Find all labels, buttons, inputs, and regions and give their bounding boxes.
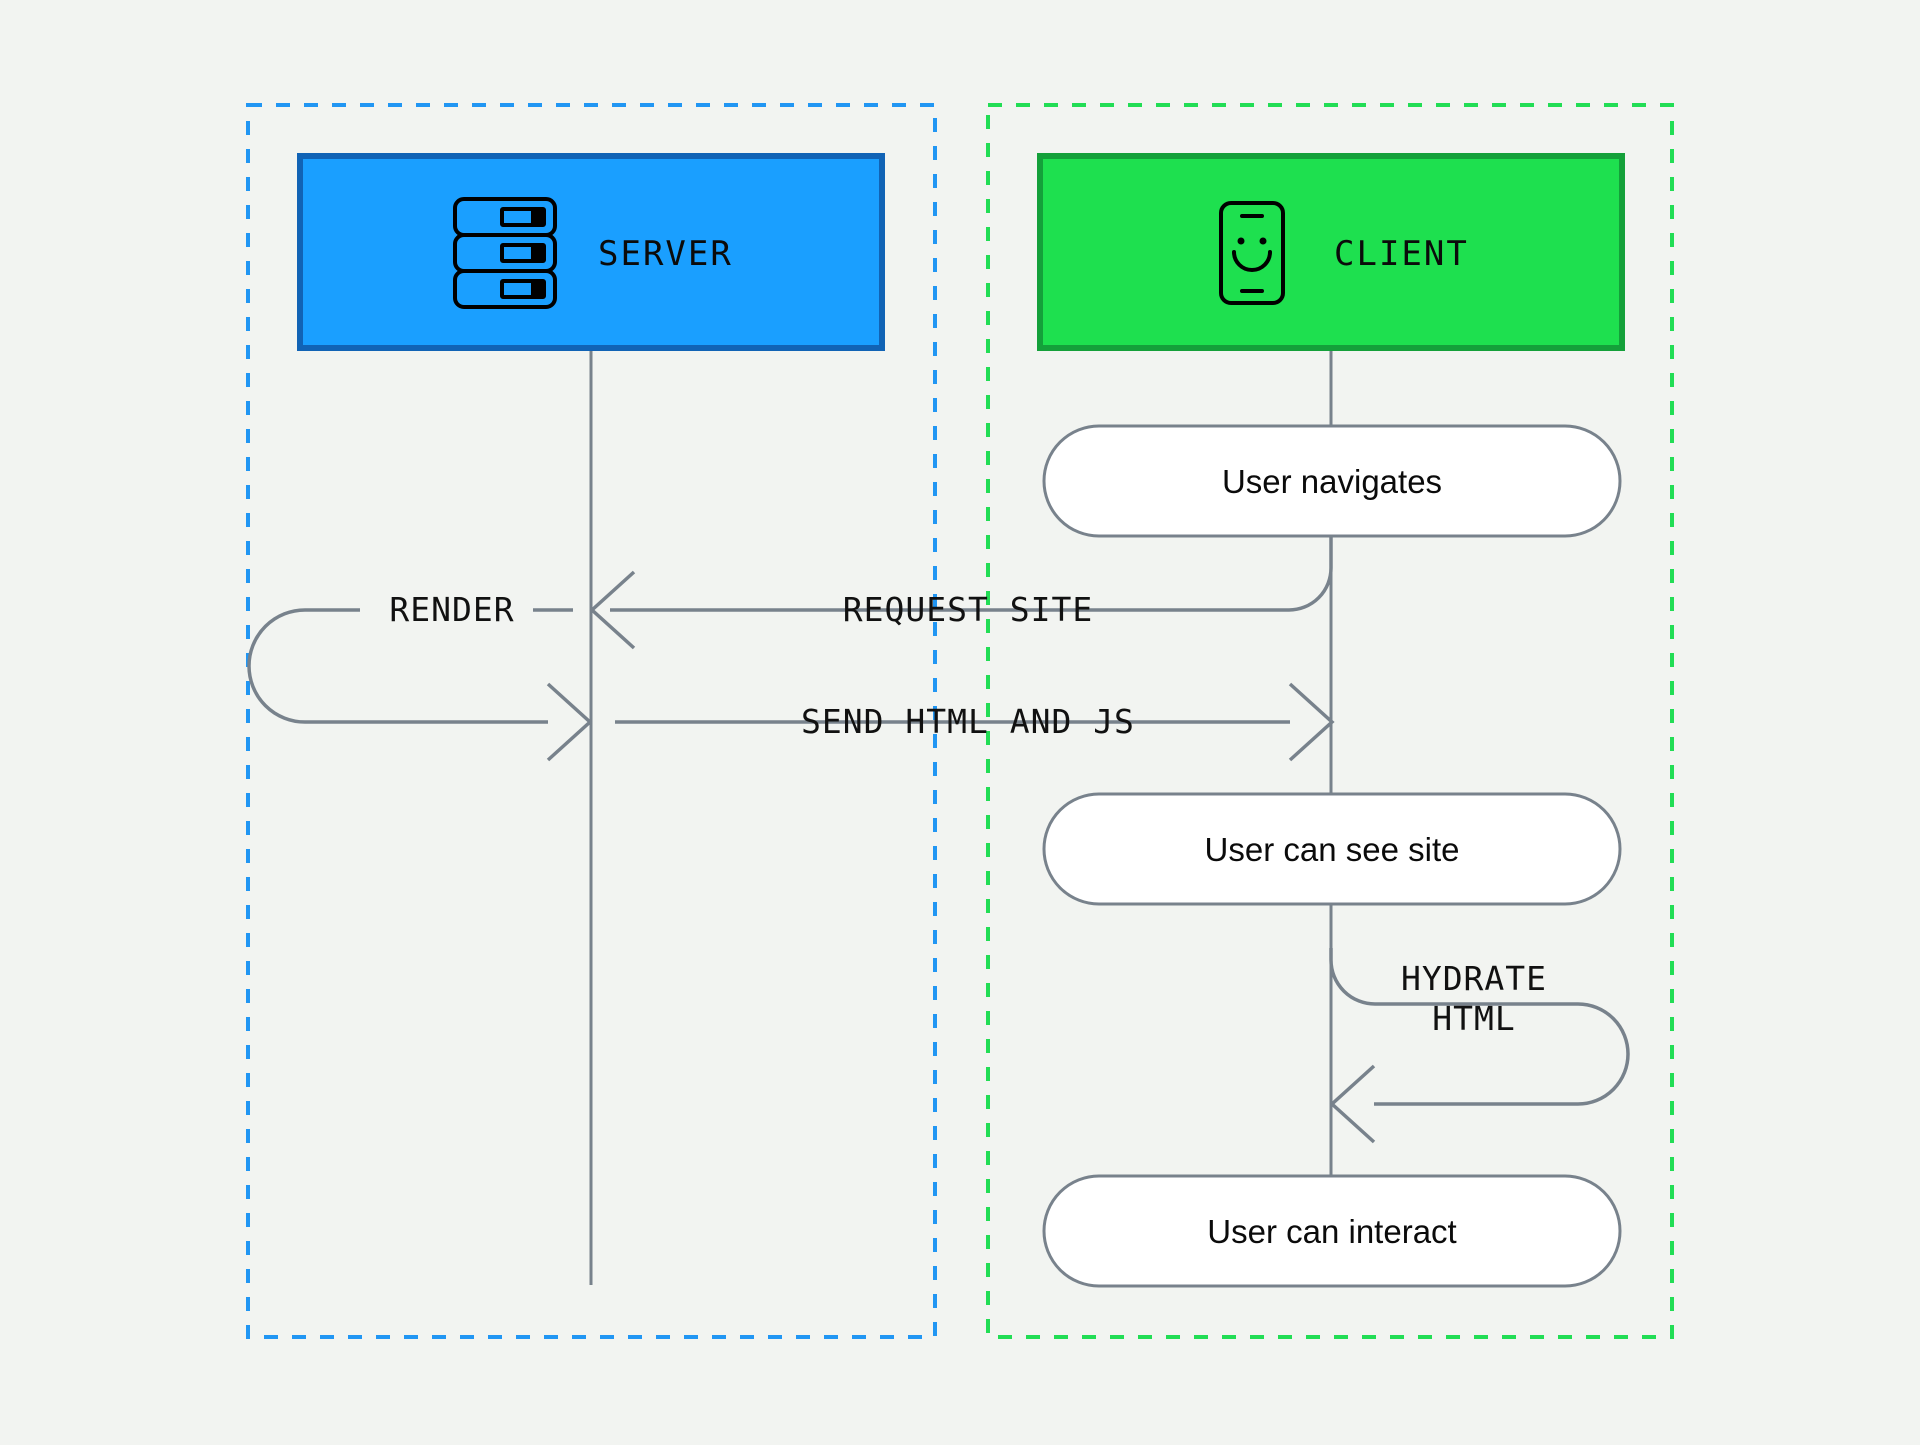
actor-label-server: SERVER (598, 234, 733, 274)
note-box-user-can-see-site[interactable] (1042, 792, 1622, 906)
note-box-user-can-interact[interactable] (1042, 1174, 1622, 1288)
message-label-hydrate-html-line1: HYDRATE (1401, 959, 1547, 998)
message-arrowhead-request-site (589, 570, 636, 650)
actor-label-client: CLIENT (1334, 234, 1469, 274)
actor-box-server[interactable] (297, 153, 885, 351)
lane-boundary-server (246, 103, 937, 1339)
message-arrowhead-send-html-js (1288, 682, 1335, 762)
server-rack-icon (453, 197, 557, 309)
message-arrowhead-render (546, 682, 593, 762)
actor-box-client[interactable] (1037, 153, 1625, 351)
message-label-render: RENDER (389, 590, 514, 629)
message-label-request-site: REQUEST SITE (843, 590, 1093, 629)
message-label-hydrate-html-line2: HTML (1432, 999, 1515, 1038)
message-label-send-html-js: SEND HTML AND JS (801, 702, 1135, 741)
message-line-render (247, 608, 548, 724)
message-line-hydrate-html (1329, 948, 1630, 1106)
note-label-user-can-see-site: User can see site (1205, 831, 1460, 868)
message-arrowhead-hydrate-html (1329, 1064, 1376, 1144)
note-label-user-can-interact: User can interact (1207, 1213, 1456, 1250)
lane-boundary-client (986, 103, 1674, 1339)
phone-smiley-icon (1219, 201, 1285, 305)
message-line-request-site (610, 536, 1333, 612)
note-box-user-navigates[interactable] (1042, 424, 1622, 538)
note-label-user-navigates: User navigates (1222, 463, 1442, 500)
